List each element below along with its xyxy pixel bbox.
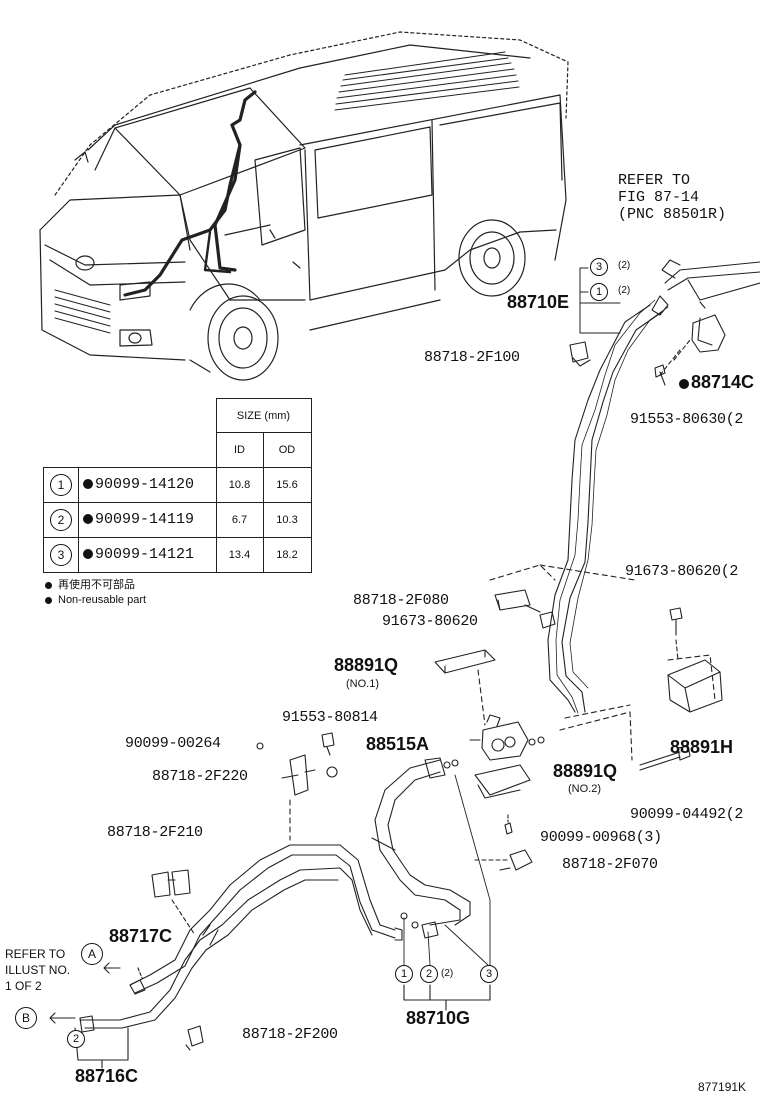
note-japanese-text: 再使用不可部品 (58, 579, 135, 591)
part-91673-80620: 91673-80620 (382, 613, 478, 630)
part-88710G: 88710G (406, 1008, 471, 1028)
part-88714C: 88714C (679, 372, 754, 393)
row-part: 90099-14120 (95, 476, 195, 493)
row-id: 10.8 (215, 466, 264, 503)
part-88718-2F070: 88718-2F070 (562, 856, 658, 873)
col-id-header: ID (215, 432, 264, 468)
callout-2-lower: 2 (420, 965, 438, 983)
row-num-circle: 1 (50, 473, 72, 496)
row-part-cell: 90099-14119 (78, 501, 217, 538)
part-88891Q-no2: 88891Q (553, 761, 618, 781)
part-88718-2F220: 88718-2F220 (152, 768, 248, 785)
refer-fig-line-2: FIG 87-14 (618, 189, 700, 206)
refer-illust-line-1: REFER TO (5, 947, 66, 961)
col-od-header: OD (262, 432, 312, 468)
row-od: 18.2 (262, 536, 312, 573)
row-num-cell: 2 (43, 501, 79, 538)
callout-3-lower: 3 (480, 965, 498, 983)
label-no2: (NO.2) (568, 783, 601, 795)
bracket-88710E (579, 267, 621, 334)
part-88718-2F210: 88718-2F210 (107, 824, 203, 841)
row-num-circle: 3 (50, 543, 72, 566)
part-91553-80814: 91553-80814 (282, 709, 378, 726)
refer-fig-line-3: (PNC 88501R) (618, 206, 727, 223)
qty-2-upper-b: (2) (618, 285, 631, 296)
size-table: SIZE (mm) ID OD 1 90099-14120 10.8 15.6 … (43, 398, 312, 573)
callout-2-left: 2 (67, 1030, 85, 1048)
row-part: 90099-14121 (95, 546, 195, 563)
ref-circle-a: A (81, 943, 103, 965)
row-num-cell: 1 (43, 466, 79, 503)
ref-circle-b: B (15, 1007, 37, 1029)
row-od: 15.6 (262, 466, 312, 503)
refer-fig-line-1: REFER TO (618, 172, 691, 189)
row-num-cell: 3 (43, 536, 79, 573)
part-88718-2F100: 88718-2F100 (424, 349, 520, 366)
row-od: 10.3 (262, 501, 312, 538)
note-english-text: Non-reusable part (58, 594, 147, 606)
part-88891H: 88891H (670, 737, 734, 757)
part-88716C: 88716C (75, 1066, 139, 1086)
part-90099-00264: 90099-00264 (125, 735, 221, 752)
van-illustration (39, 31, 569, 381)
size-header: SIZE (mm) (215, 398, 312, 433)
refer-fig-note: REFER TO FIG 87-14 (PNC 88501R) (618, 172, 726, 223)
part-91673-80620-2: 91673-80620(2 (625, 563, 739, 580)
part-88718-2F080: 88718-2F080 (353, 592, 449, 609)
row-id: 13.4 (215, 536, 264, 573)
size-row: 2 90099-14119 6.7 10.3 (43, 501, 312, 538)
non-reusable-dot-88714C (679, 379, 689, 389)
note-japanese: 再使用不可部品 (45, 576, 135, 592)
part-88710E: 88710E (507, 292, 570, 312)
part-90099-04492: 90099-04492(2 (630, 806, 744, 823)
callout-3-upper: 3 (590, 258, 608, 276)
row-id: 6.7 (215, 501, 264, 538)
refer-illust-note: REFER TO ILLUST NO. 1 OF 2 (5, 946, 70, 994)
note-dot-jp (45, 582, 52, 589)
row-part-cell: 90099-14121 (78, 536, 217, 573)
pipe-middle-group (371, 564, 723, 966)
note-english: Non-reusable part (45, 594, 146, 606)
size-row: 1 90099-14120 10.8 15.6 (43, 466, 312, 503)
pipe-88710E (547, 259, 760, 714)
row-part: 90099-14119 (95, 511, 195, 528)
part-91553-80630: 91553-80630(2 (630, 411, 744, 428)
callout-1-upper: 1 (590, 283, 608, 301)
label-no1: (NO.1) (346, 678, 379, 690)
part-88714C-text: 88714C (691, 372, 755, 392)
note-dot-en (45, 597, 52, 604)
refer-illust-line-3: 1 OF 2 (5, 979, 42, 993)
figure-code: 877191K (698, 1080, 747, 1094)
callout-1-lower: 1 (395, 965, 413, 983)
part-88718-2F200: 88718-2F200 (242, 1026, 338, 1043)
non-reusable-dot (83, 549, 93, 559)
qty-2-upper-a: (2) (618, 260, 631, 271)
refer-illust-line-2: ILLUST NO. (5, 963, 71, 977)
part-90099-00968: 90099-00968(3) (540, 829, 662, 846)
qty-2-lower: (2) (441, 968, 454, 979)
size-row: 3 90099-14121 13.4 18.2 (43, 536, 312, 573)
part-88515A: 88515A (366, 734, 430, 754)
part-88717C: 88717C (109, 926, 173, 946)
row-num-circle: 2 (50, 508, 72, 531)
pipe-lower-group (49, 732, 491, 1069)
non-reusable-dot (83, 479, 93, 489)
row-part-cell: 90099-14120 (78, 466, 217, 503)
part-88891Q-no1: 88891Q (334, 655, 399, 675)
non-reusable-dot (83, 514, 93, 524)
